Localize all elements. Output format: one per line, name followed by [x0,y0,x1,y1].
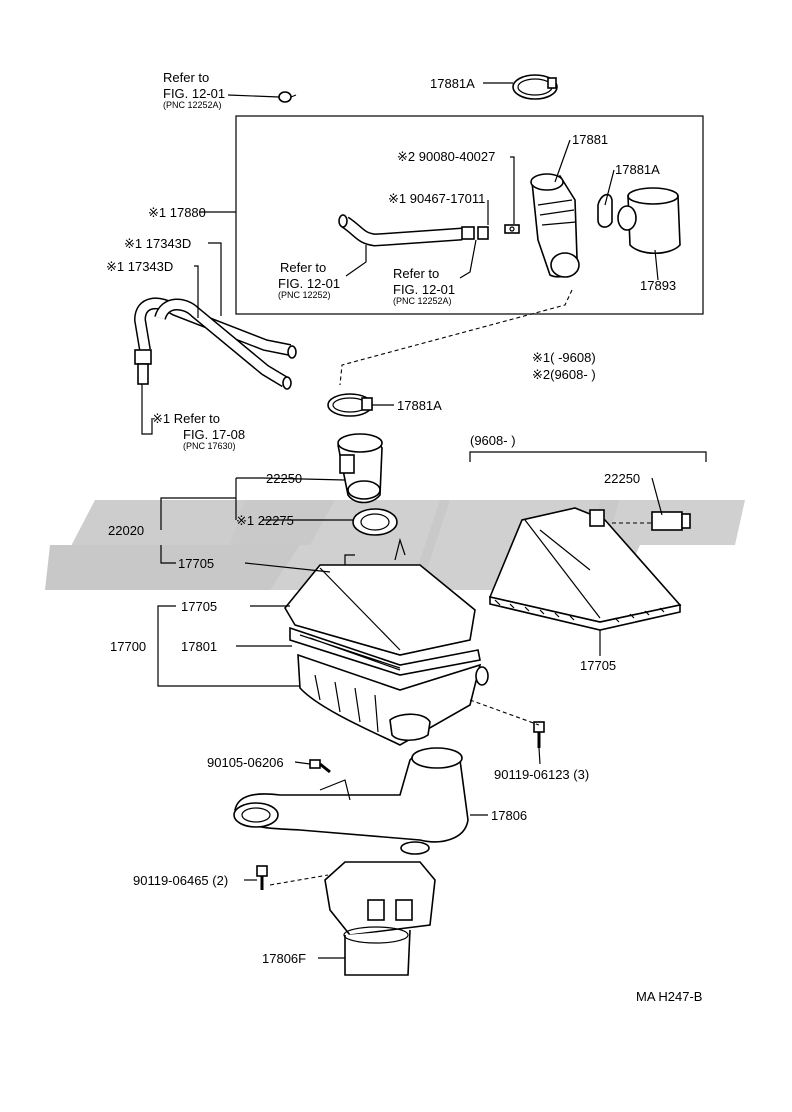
label-17700: 17700 [110,639,146,654]
leader-lines [141,82,663,959]
label-refer1-c: (PNC 12252A) [163,100,222,110]
label-17806: 17806 [491,808,527,823]
label-refer4-b: FIG. 17-08 [183,427,245,442]
bolt-90119-06465 [256,865,268,890]
label-17801: 17801 [181,639,217,654]
pcv-hoses-17343d [133,297,297,390]
label-refer1-b: FIG. 12-01 [163,86,225,101]
label-17705-b: 17705 [181,599,217,614]
air-flow-meter-22250 [337,433,383,504]
label-17881: 17881 [572,132,608,147]
label-22020: 22020 [108,523,144,538]
label-refer4-a: ※1 Refer to [152,411,220,426]
label-refer2-b: FIG. 12-01 [278,276,340,291]
label-refer2-c: (PNC 12252) [278,290,331,300]
air-flow-meter-22250-variant [651,511,691,531]
label-22275: ※1 22275 [236,513,294,528]
resonator-17893 [617,187,681,255]
label-refer3-c: (PNC 12252A) [393,296,452,306]
label-17881a-top: 17881A [430,76,475,91]
dashed-guides [269,289,652,886]
label-22250-left: 22250 [266,471,302,486]
label-refer1-a: Refer to [163,70,209,85]
clip-refer1 [278,91,297,103]
gasket-22275 [352,508,398,536]
clamp-17881a-mid [327,393,373,417]
label-refer3-a: Refer to [393,266,439,281]
nipple-90080 [504,224,520,234]
figure-code: MA H247-B [636,989,702,1004]
variant-bracket [469,451,707,462]
label-90119-06465: 90119-06465 (2) [133,873,228,888]
label-17806f: 17806F [262,951,306,966]
duct-17881 [530,173,580,278]
bolt-90105-06206 [309,759,331,774]
label-refer3-b: FIG. 12-01 [393,282,455,297]
label-17705-a: 17705 [178,556,214,571]
clamp-17881a-right [597,193,613,228]
clamp-17881a-top [512,74,558,100]
intake-hose-17806 [233,747,469,855]
label-22250-right: 22250 [604,471,640,486]
label-90080-40027: ※2 90080-40027 [397,149,495,164]
label-refer2-a: Refer to [280,260,326,275]
label-17343d-a: ※1 17343D [124,236,191,251]
legend-note-2: ※2(9608- ) [532,367,596,382]
air-cleaner-17700 [284,537,489,746]
label-17893: 17893 [640,278,676,293]
label-refer4-c: (PNC 17630) [183,441,236,451]
label-17881a-mid: 17881A [397,398,442,413]
label-90467-17011: ※1 90467-17011 [388,191,485,206]
label-90105-06206: 90105-06206 [207,755,284,770]
cover-17705-variant [488,507,682,631]
label-17343d-b: ※1 17343D [106,259,173,274]
label-17705-right: 17705 [580,658,616,673]
upper-detail-box [235,115,704,315]
label-17881a-right: 17881A [615,162,660,177]
bolt-90119-06123 [533,721,545,748]
legend-variant: (9608- ) [470,433,516,448]
inlet-17806f [324,861,436,976]
hose-17880 [338,214,489,247]
label-17880: ※1 17880 [148,205,206,220]
label-90119-06123: 90119-06123 (3) [494,767,589,782]
legend-note-1: ※1( -9608) [532,350,596,365]
